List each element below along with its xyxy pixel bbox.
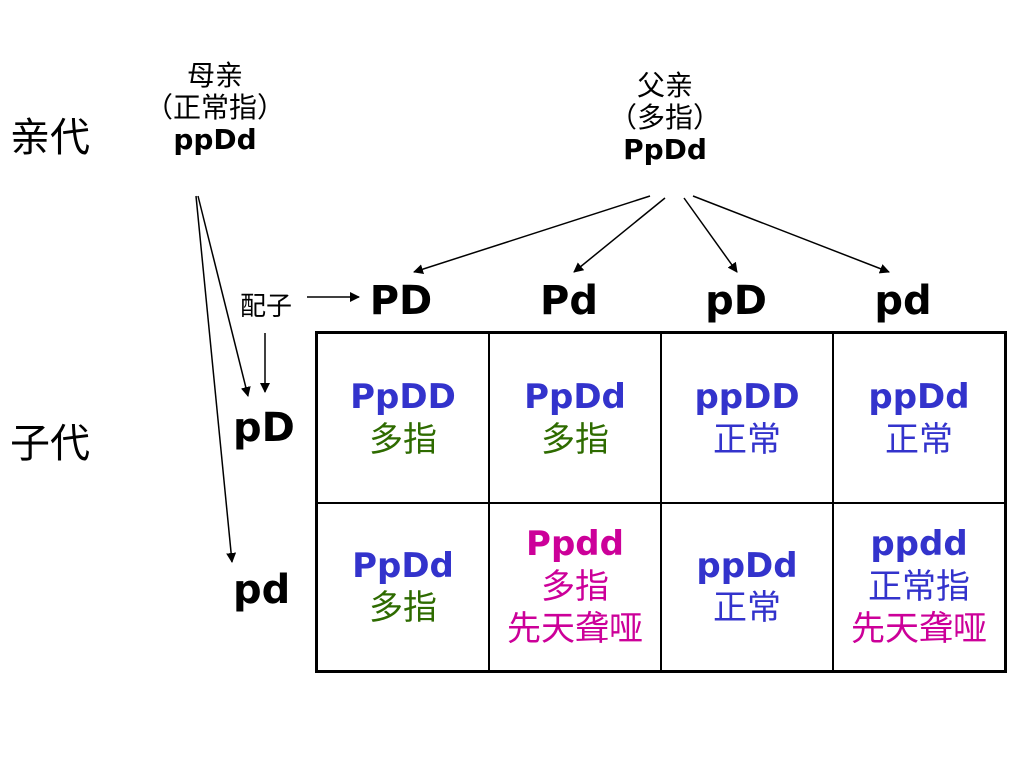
cell-phenotype: 正常指 bbox=[868, 566, 970, 607]
cell-genotype: PpDd bbox=[352, 545, 454, 586]
mother-title: 母亲 bbox=[186, 59, 243, 92]
father-phenotype: （多指） bbox=[608, 101, 721, 135]
cell-condition: 先天聋哑 bbox=[851, 609, 987, 650]
father-gamete-1: PD bbox=[369, 278, 433, 324]
arrow-father-to-Pd bbox=[573, 197, 666, 273]
cell-genotype: PpDD bbox=[350, 377, 456, 417]
father-genotype: PpDd bbox=[623, 133, 707, 167]
cell-phenotype: 正常 bbox=[885, 419, 953, 460]
father-gamete-4: pd bbox=[874, 278, 932, 324]
cell-genotype: Ppdd bbox=[526, 524, 624, 565]
offspring-generation-label: 子代 bbox=[10, 421, 90, 467]
mother-genotype: ppDd bbox=[173, 123, 257, 157]
cell-genotype: ppDd bbox=[696, 545, 798, 586]
cell-phenotype: 正常 bbox=[713, 588, 781, 628]
arrow-father-to-PD bbox=[413, 195, 651, 275]
arrow-father-to-pd bbox=[692, 195, 890, 274]
arrow-mother-to-pd bbox=[195, 195, 237, 563]
father-gamete-2: Pd bbox=[540, 278, 598, 324]
cell-genotype: ppDd bbox=[868, 377, 970, 417]
cell-genotype: ppdd bbox=[870, 524, 968, 565]
mother-block: 母亲 （正常指） ppDd bbox=[130, 59, 300, 157]
cell-phenotype: 多指 bbox=[369, 419, 437, 460]
father-block: 父亲 （多指） PpDd bbox=[580, 69, 750, 167]
mother-gamete-2: pd bbox=[233, 567, 291, 613]
mother-phenotype: （正常指） bbox=[144, 91, 285, 125]
mother-gamete-1: pD bbox=[233, 405, 295, 451]
father-gamete-3: pD bbox=[705, 278, 767, 324]
cell-genotype: PpDd bbox=[524, 377, 626, 417]
cell-phenotype: 正常 bbox=[713, 419, 781, 460]
cell-phenotype: 多指 bbox=[369, 588, 437, 628]
cell-genotype: ppDD bbox=[694, 377, 800, 417]
cell-phenotype: 多指 bbox=[541, 419, 609, 460]
parental-generation-label: 亲代 bbox=[10, 115, 90, 161]
father-title: 父亲 bbox=[636, 69, 693, 102]
cell-phenotype: 多指 bbox=[541, 566, 609, 607]
gamete-label: 配子 bbox=[240, 292, 293, 322]
arrow-father-to-pD bbox=[683, 197, 738, 273]
cell-condition: 先天聋哑 bbox=[507, 609, 643, 650]
